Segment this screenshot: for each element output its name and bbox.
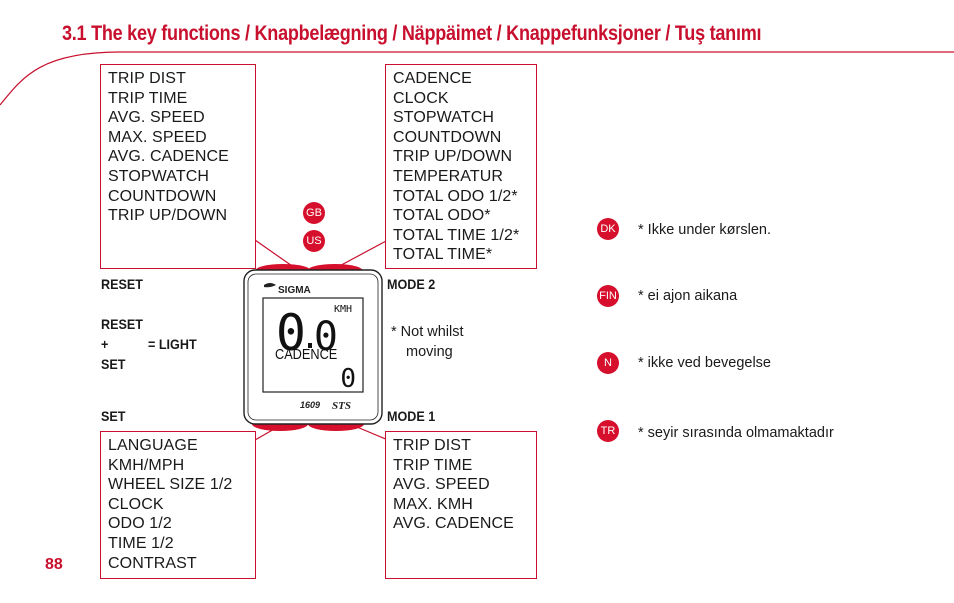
display-spd1: 0 [314, 314, 338, 360]
mode-list-item: TOTAL ODO 1/2* [393, 187, 518, 205]
mode-list-item: MAX. SPEED [108, 128, 207, 146]
page-title: 3.1 The key functions / Knapbelægning / … [62, 22, 762, 45]
mode-list-item: AVG. SPEED [108, 109, 205, 127]
display-cad: CADENCE [275, 345, 337, 362]
page-number: 88 [45, 556, 63, 573]
bike-computer-illustration: SIGMA 0 0 KMH CADENCE 0 1609 STS [243, 264, 383, 431]
settings-list-item: KMH/MPH [108, 456, 185, 474]
mode-list-item: TRIP UP/DOWN [393, 148, 513, 166]
dk-note: * Ikke under kørslen. [638, 222, 771, 238]
us-badge: US [303, 230, 325, 252]
display-model: 1609 [300, 400, 320, 410]
mode-list-item: AVG. SPEED [393, 476, 490, 494]
mode-list-item: STOPWATCH [108, 167, 210, 185]
display-modelsfx: STS [332, 400, 351, 412]
mode-list-item: MAX. KMH [393, 495, 473, 513]
plus-label: + [101, 336, 109, 352]
n-note: * ikke ved bevegelse [638, 355, 771, 371]
light-label: = LIGHT [148, 336, 197, 352]
fin-badge: FIN [597, 285, 619, 307]
not-whilst-note: * Not whilst [391, 324, 464, 340]
mode-list-item: TEMPERATUR [393, 167, 504, 185]
mode-list-item: TRIP DIST [393, 437, 471, 454]
mode-list-item: AVG. CADENCE [108, 148, 229, 166]
set-combo-label: SET [101, 356, 126, 372]
mode-list-item: STOPWATCH [393, 109, 495, 127]
mode-list-item: COUNTDOWN [108, 187, 217, 205]
settings-list-item: TIME 1/2 [108, 534, 174, 552]
mode-list-item: TRIP UP/DOWN [108, 207, 228, 225]
tr-badge: TR [597, 420, 619, 442]
brand-logo: SIGMA [278, 285, 311, 296]
settings-list-item: ODO 1/2 [108, 515, 172, 533]
reset-label: RESET [101, 276, 144, 292]
tr-note: * seyir sırasında olmamaktadır [638, 425, 834, 441]
not-whilst-note-2: moving [406, 344, 453, 360]
mode-list-item: AVG. CADENCE [393, 515, 514, 533]
mode-list-item: TRIP DIST [108, 70, 186, 87]
set-label: SET [101, 408, 126, 424]
mode1-label: MODE 1 [387, 408, 436, 424]
display-spd0: 0 [276, 304, 306, 362]
n-badge: N [597, 352, 619, 374]
display-kmh: KMH [334, 304, 352, 315]
gb-badge: GB [303, 202, 325, 224]
mode-list-item: COUNTDOWN [393, 128, 502, 146]
mode2-label: MODE 2 [387, 276, 436, 292]
settings-list-item: CONTRAST [108, 554, 197, 572]
fin-note: * ei ajon aikana [638, 288, 738, 304]
settings-list-item: CLOCK [108, 495, 164, 513]
mode-list-item: CADENCE [393, 70, 472, 87]
display-cadv: 0 [340, 364, 356, 394]
settings-list-item: WHEEL SIZE 1/2 [108, 476, 233, 494]
settings-list-item: LANGUAGE [108, 437, 198, 454]
mode-list-item: TRIP TIME [393, 456, 473, 474]
dk-badge: DK [597, 218, 619, 240]
mode-list-item: TOTAL TIME 1/2* [393, 226, 520, 244]
mode-list-item: TOTAL ODO* [393, 207, 491, 225]
mode-list-item: TRIP TIME [108, 89, 188, 107]
reset-combo-label: RESET [101, 316, 144, 332]
mode-list-item: CLOCK [393, 89, 449, 107]
mode-list-item: TOTAL TIME* [393, 246, 493, 264]
